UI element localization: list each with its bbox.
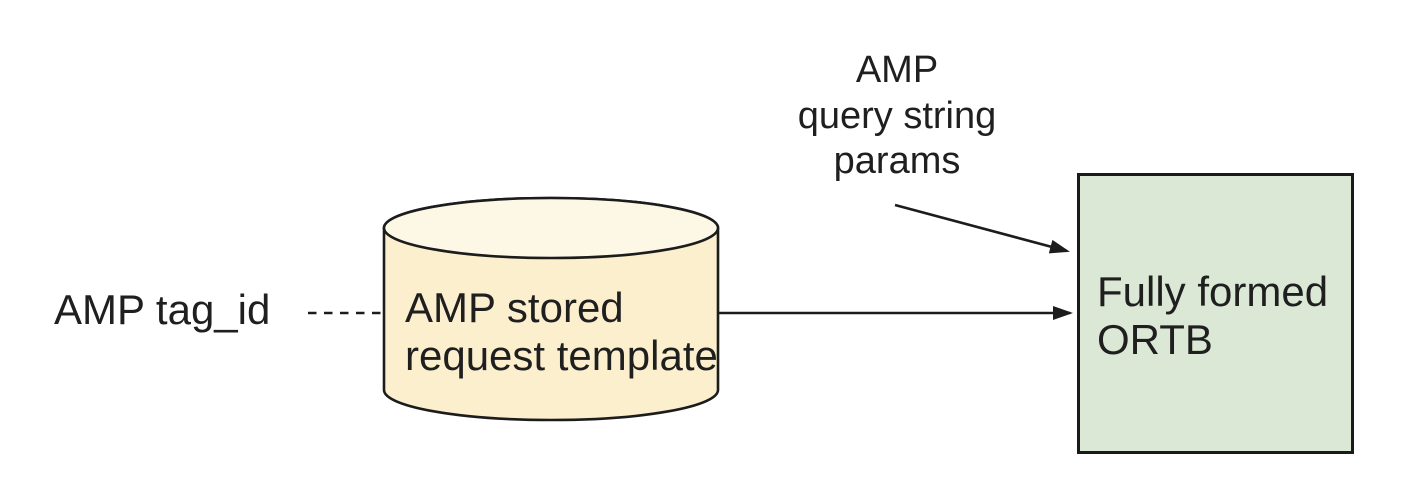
amp-tag-id-label: AMP tag_id	[54, 286, 271, 333]
database-cylinder-top	[382, 196, 720, 260]
stored-request-template-label: AMP stored request template	[405, 284, 718, 380]
ortb-box	[1077, 173, 1354, 454]
query-string-params-label: AMP query string params	[797, 49, 997, 183]
params-to-ortb-arrow	[894, 203, 1070, 254]
fully-formed-ortb-label: Fully formed ORTB	[1097, 268, 1329, 364]
